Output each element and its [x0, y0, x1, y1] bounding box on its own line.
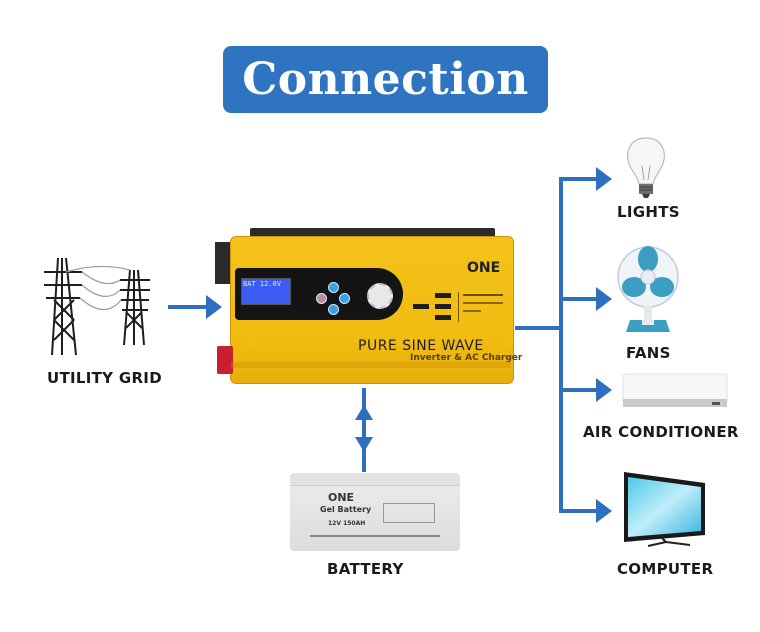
inverter-mode-text [463, 310, 481, 312]
battery-lid [290, 473, 460, 486]
inverter-lcd-display: BAT 12.0V [241, 278, 291, 305]
inverter-mode-text [463, 294, 503, 296]
battery-spec-table [383, 503, 435, 523]
title-banner: Connection [223, 46, 548, 113]
inverter-product-subline: Inverter & AC Charger [410, 353, 523, 363]
page-title: Connection [242, 54, 529, 105]
inverter-up-button [328, 282, 339, 293]
load-label-lights: LIGHTS [617, 203, 680, 221]
inverter-mode-box [435, 315, 451, 320]
arrowhead-up [355, 405, 373, 420]
battery-body [290, 477, 460, 551]
inverter-icon: BAT 12.0V ONE PURE SINE WAVE Inverter & … [215, 228, 522, 384]
inverter-fan-graphic [367, 283, 393, 309]
battery-label: BATTERY [327, 560, 404, 578]
load-label-computer: COMPUTER [617, 560, 714, 578]
battery-type: Gel Battery [320, 505, 372, 514]
arrowhead-down [355, 437, 373, 452]
inverter-brand-logo: ONE [467, 260, 501, 276]
inverter-terminal-black [215, 242, 233, 284]
inverter-down-button [328, 304, 339, 315]
load-label-fans: FANS [626, 344, 671, 362]
inverter-mode-box [435, 304, 451, 309]
battery-brand-logo: ONE [328, 491, 355, 504]
battery-footer-text [310, 535, 440, 537]
inverter-terminal-red [217, 346, 233, 374]
load-label-air-conditioner: AIR CONDITIONER [583, 423, 739, 441]
inverter-divider [458, 292, 459, 322]
battery-icon: ONE Gel Battery 12V 150AH [290, 473, 460, 551]
inverter-product-line: PURE SINE WAVE [358, 338, 484, 354]
utility-grid-label: UTILITY GRID [47, 369, 162, 387]
inverter-mode-box [413, 304, 429, 309]
inverter-mode-text [463, 302, 503, 304]
battery-rating: 12V 150AH [328, 520, 366, 527]
inverter-escape-button [316, 293, 327, 304]
inverter-enter-button [339, 293, 350, 304]
inverter-stripe [231, 362, 511, 368]
inverter-mode-box [435, 293, 451, 298]
